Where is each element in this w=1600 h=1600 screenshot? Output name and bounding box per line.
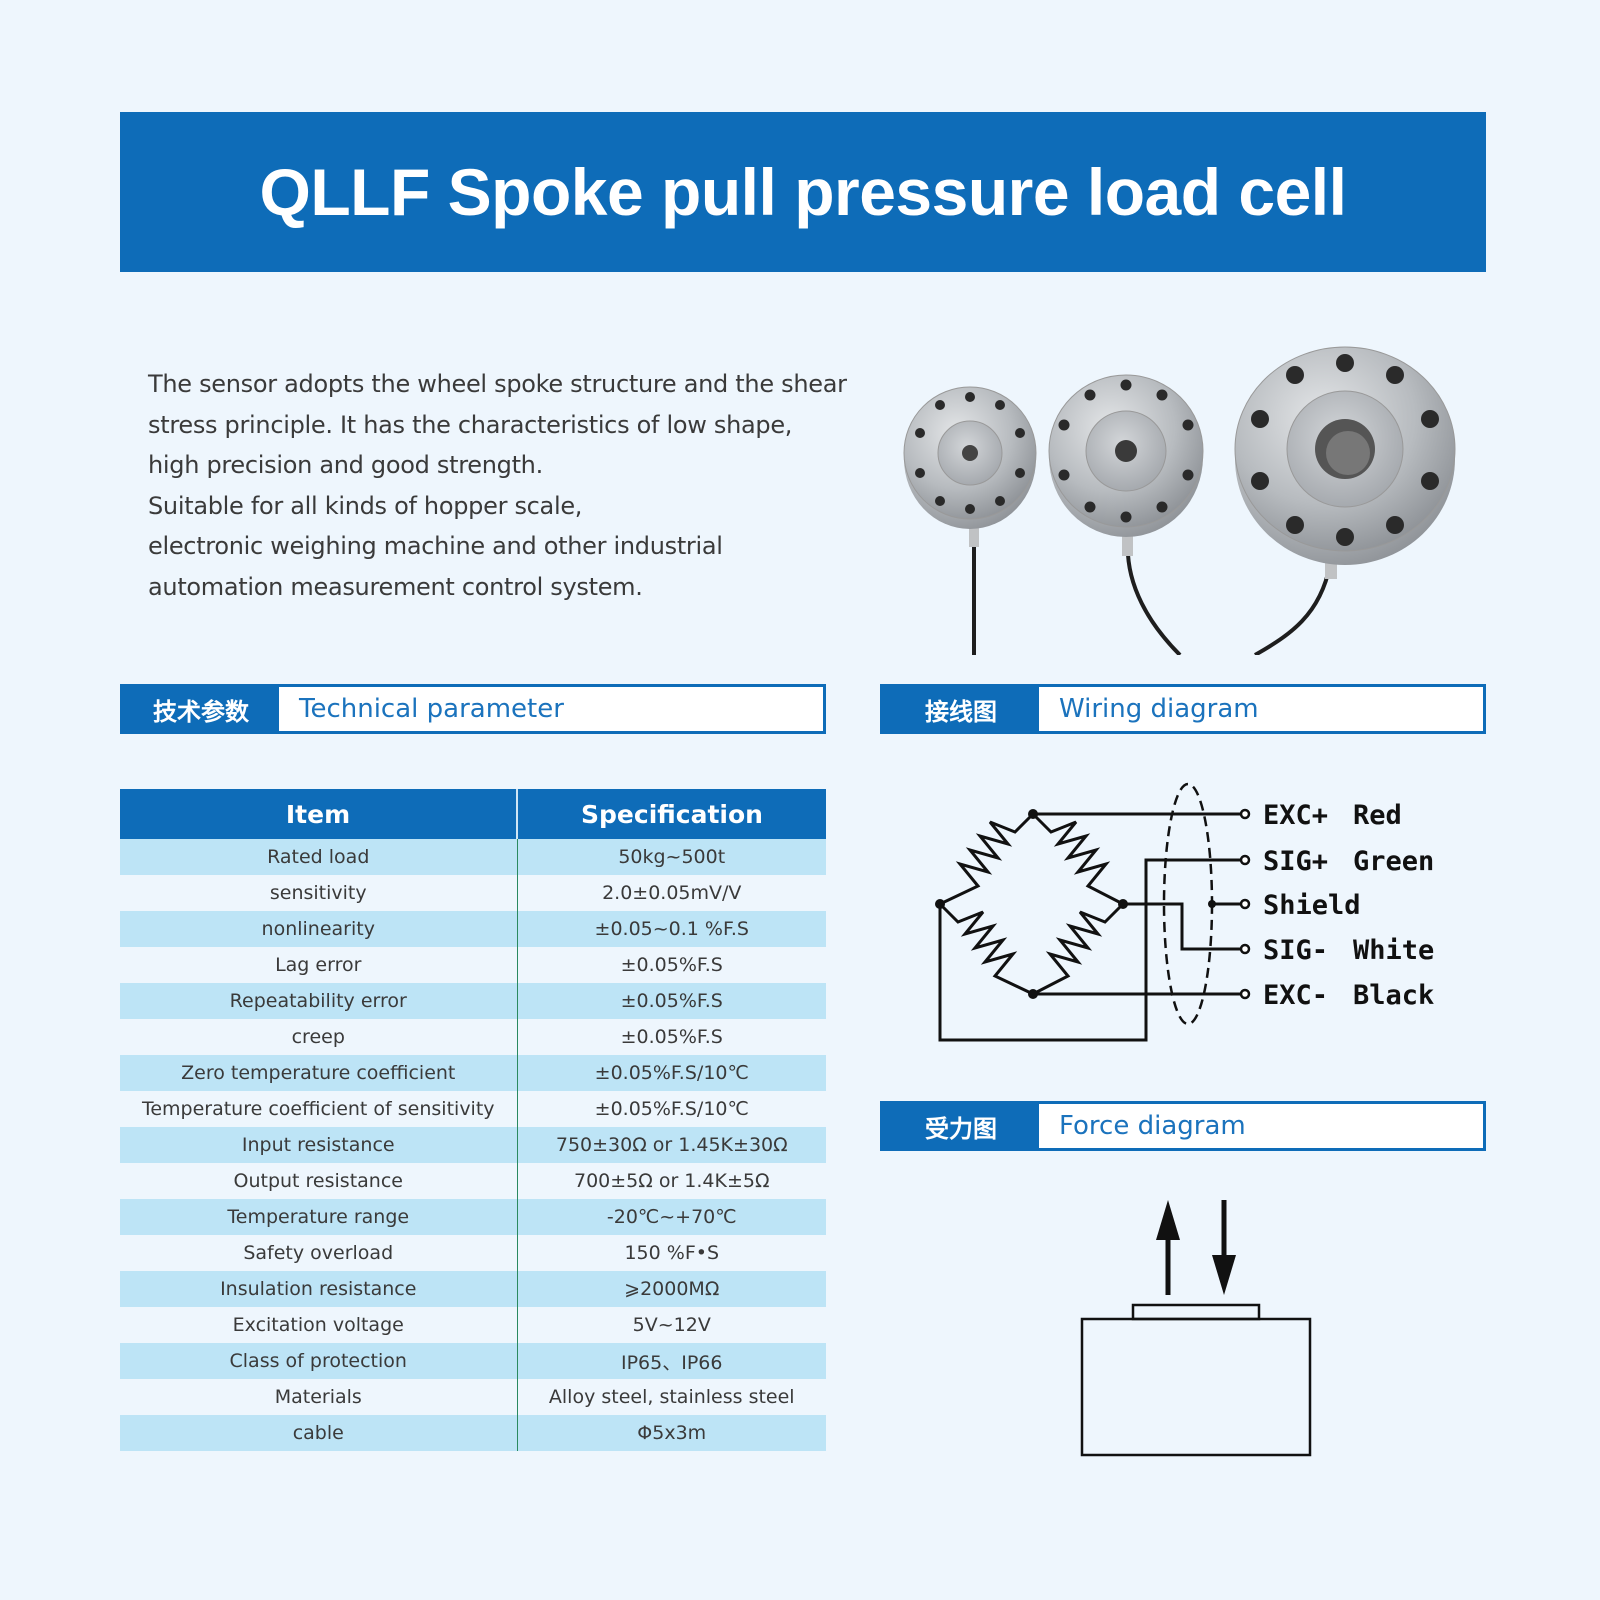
item-cell: cable xyxy=(120,1415,518,1451)
wiring-signal-label: SIG+ xyxy=(1263,846,1328,877)
table-row: Temperature coefficient of sensitivity±0… xyxy=(120,1091,826,1127)
technical-parameter-en: Technical parameter xyxy=(299,694,564,724)
force-diagram-cn: 受力图 xyxy=(883,1104,1039,1148)
item-cell: Insulation resistance xyxy=(120,1271,518,1307)
specification-cell: ±0.05%F.S xyxy=(517,947,826,983)
item-cell: Safety overload xyxy=(120,1235,518,1271)
force-diagram-en: Force diagram xyxy=(1059,1111,1246,1141)
wiring-diagram-header: 接线图 Wiring diagram xyxy=(880,684,1486,734)
specification-cell: 5V~12V xyxy=(517,1307,826,1343)
item-cell: creep xyxy=(120,1019,518,1055)
item-cell: Repeatability error xyxy=(120,983,518,1019)
specification-cell: Φ5x3m xyxy=(517,1415,826,1451)
specification-cell: -20℃~+70℃ xyxy=(517,1199,826,1235)
description-line: stress principle. It has the characteris… xyxy=(148,410,793,439)
item-cell: Materials xyxy=(120,1379,518,1415)
description-line: Suitable for all kinds of hopper scale, xyxy=(148,491,583,520)
specification-cell: ±0.05%F.S xyxy=(517,983,826,1019)
arrow-down-icon xyxy=(1212,1200,1236,1295)
specification-cell: 50kg~500t xyxy=(517,839,826,875)
item-cell: Output resistance xyxy=(120,1163,518,1199)
force-diagram-header: 受力图 Force diagram xyxy=(880,1101,1486,1151)
specification-cell: IP65、IP66 xyxy=(517,1343,826,1379)
description-line: high precision and good strength. xyxy=(148,451,543,479)
product-photo xyxy=(903,346,1456,655)
force-diagram xyxy=(1080,1200,1312,1457)
title-banner: QLLF Spoke pull pressure load cell xyxy=(120,112,1486,272)
technical-parameter-header: 技术参数 Technical parameter xyxy=(120,684,826,734)
table-row: Zero temperature coefficient±0.05%F.S/10… xyxy=(120,1055,826,1091)
arrow-up-icon xyxy=(1156,1200,1180,1295)
item-cell: Zero temperature coefficient xyxy=(120,1055,518,1091)
specification-cell: ±0.05%F.S/10℃ xyxy=(517,1055,826,1091)
item-cell: sensitivity xyxy=(120,875,518,911)
table-row: Lag error±0.05%F.S xyxy=(120,947,826,983)
item-cell: Input resistance xyxy=(120,1127,518,1163)
wiring-color-label: White xyxy=(1353,935,1434,966)
item-cell: Rated load xyxy=(120,839,518,875)
wiring-diagram-en: Wiring diagram xyxy=(1059,694,1259,724)
wiring-signal-label: EXC+ xyxy=(1263,800,1328,831)
description-line: automation measurement control system. xyxy=(148,572,643,601)
wiring-signal-label: SIG- xyxy=(1263,935,1328,966)
wiring-color-label: Red xyxy=(1353,800,1402,831)
item-cell: Excitation voltage xyxy=(120,1307,518,1343)
specification-cell: 750±30Ω or 1.45K±30Ω xyxy=(517,1127,826,1163)
specification-cell: ±0.05%F.S/10℃ xyxy=(517,1091,826,1127)
table-row: Temperature range-20℃~+70℃ xyxy=(120,1199,826,1235)
item-cell: Temperature range xyxy=(120,1199,518,1235)
header-specification: Specification xyxy=(517,789,826,839)
product-description: The sensor adopts the wheel spoke struct… xyxy=(148,364,848,607)
wiring-color-label: Black xyxy=(1353,980,1434,1011)
table-header-row: Item Specification xyxy=(120,789,826,839)
item-cell: Lag error xyxy=(120,947,518,983)
item-cell: nonlinearity xyxy=(120,911,518,947)
specification-cell: Alloy steel, stainless steel xyxy=(517,1379,826,1415)
page-title: QLLF Spoke pull pressure load cell xyxy=(259,155,1347,229)
wiring-diagram: EXC+ Red SIG+ Green Shield SIG- White EX… xyxy=(935,782,1434,1042)
description-line: electronic weighing machine and other in… xyxy=(148,532,723,560)
description-line: The sensor adopts the wheel spoke struct… xyxy=(148,370,847,398)
item-cell: Class of protection xyxy=(120,1343,518,1379)
item-cell: Temperature coefficient of sensitivity xyxy=(120,1091,518,1127)
specification-cell: 700±5Ω or 1.4K±5Ω xyxy=(517,1163,826,1199)
wiring-color-label: Green xyxy=(1353,846,1434,877)
specification-cell: ±0.05%F.S xyxy=(517,1019,826,1055)
wiring-signal-label: EXC- xyxy=(1263,980,1328,1011)
specification-cell: ±0.05~0.1 %F.S xyxy=(517,911,826,947)
table-row: Insulation resistance⩾2000MΩ xyxy=(120,1271,826,1307)
wiring-diagram-cn: 接线图 xyxy=(883,687,1039,731)
header-item: Item xyxy=(120,789,518,839)
specification-cell: ⩾2000MΩ xyxy=(517,1271,826,1307)
table-row: nonlinearity±0.05~0.1 %F.S xyxy=(120,911,826,947)
wiring-signal-label: Shield xyxy=(1263,890,1361,921)
technical-parameter-cn: 技术参数 xyxy=(123,687,279,731)
table-row: Repeatability error±0.05%F.S xyxy=(120,983,826,1019)
table-row: creep±0.05%F.S xyxy=(120,1019,826,1055)
specification-cell: 150 %F•S xyxy=(517,1235,826,1271)
specification-cell: 2.0±0.05mV/V xyxy=(517,875,826,911)
